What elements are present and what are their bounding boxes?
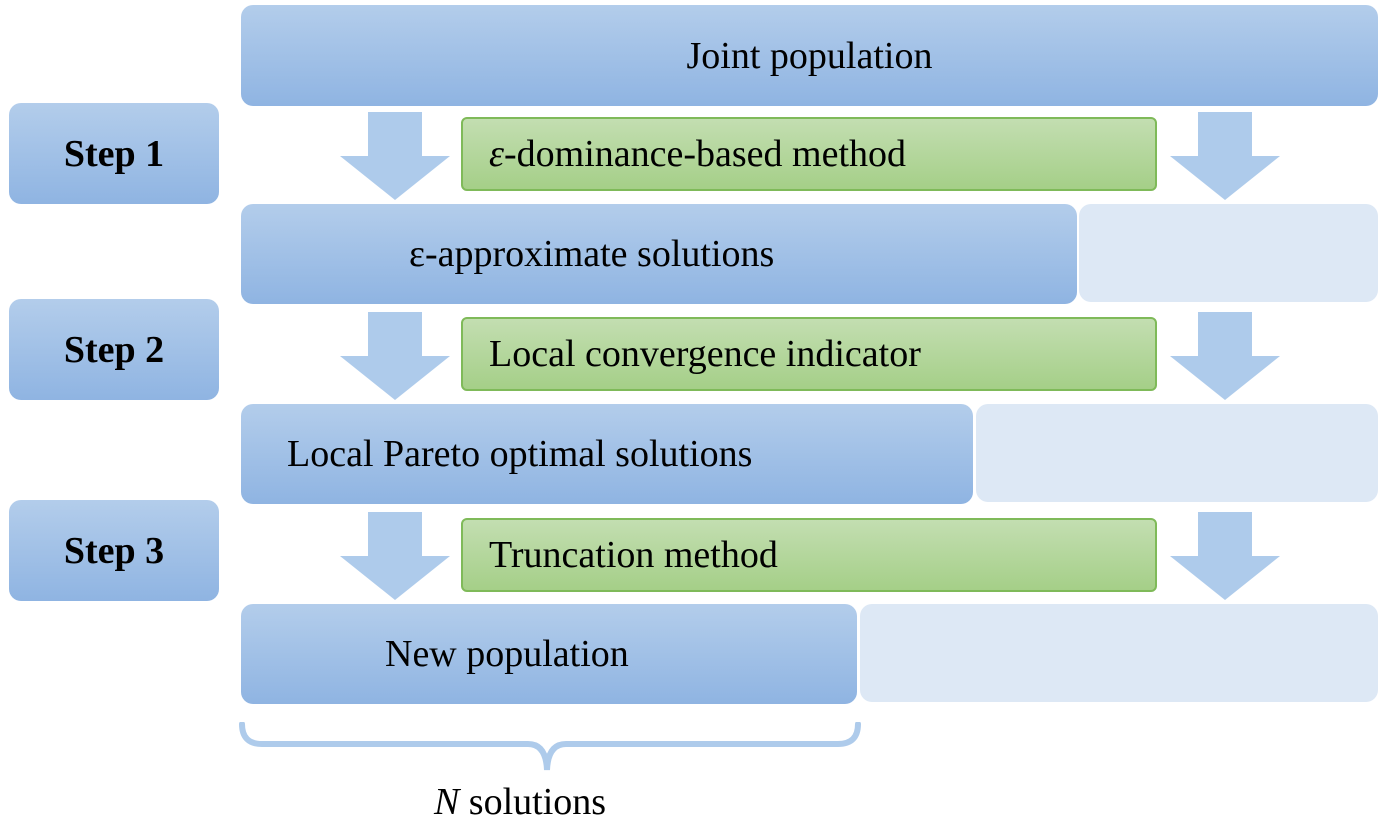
method-box-step-1: ε-dominance-based method — [461, 117, 1157, 191]
down-arrow-icon — [340, 312, 450, 400]
result-bar-step-1: ε-approximate solutions — [241, 204, 1077, 304]
discarded-region — [976, 404, 1378, 502]
down-arrow-icon — [340, 512, 450, 600]
method-symbol: ε — [489, 133, 504, 175]
down-arrow-icon — [1170, 312, 1280, 400]
caption-variable: N — [433, 781, 460, 823]
discarded-region — [1079, 204, 1378, 302]
down-arrow-icon — [340, 112, 450, 200]
step-1-label: Step 1 — [9, 103, 219, 204]
step-2-label: Step 2 — [9, 299, 219, 400]
method-box-step-3: Truncation method — [461, 518, 1157, 592]
result-label: New population — [385, 633, 629, 675]
step-3-label: Step 3 — [9, 500, 219, 601]
down-arrow-icon — [1170, 512, 1280, 600]
result-label: Local Pareto optimal solutions — [287, 433, 753, 475]
result-bar-step-3: New population — [241, 604, 857, 704]
brace-caption: N solutions — [370, 780, 670, 824]
caption-text: solutions — [459, 781, 607, 823]
method-label: Local convergence indicator — [489, 333, 921, 375]
brace-icon — [239, 722, 861, 771]
down-arrow-icon — [1170, 112, 1280, 200]
method-label: Truncation method — [489, 534, 778, 576]
discarded-region — [860, 604, 1378, 702]
joint-population-bar: Joint population — [241, 5, 1378, 106]
joint-population-label: Joint population — [686, 34, 933, 77]
method-box-step-2: Local convergence indicator — [461, 317, 1157, 391]
result-bar-step-2: Local Pareto optimal solutions — [241, 404, 973, 504]
result-label: ε-approximate solutions — [409, 233, 775, 275]
method-label: -dominance-based method — [503, 133, 907, 175]
